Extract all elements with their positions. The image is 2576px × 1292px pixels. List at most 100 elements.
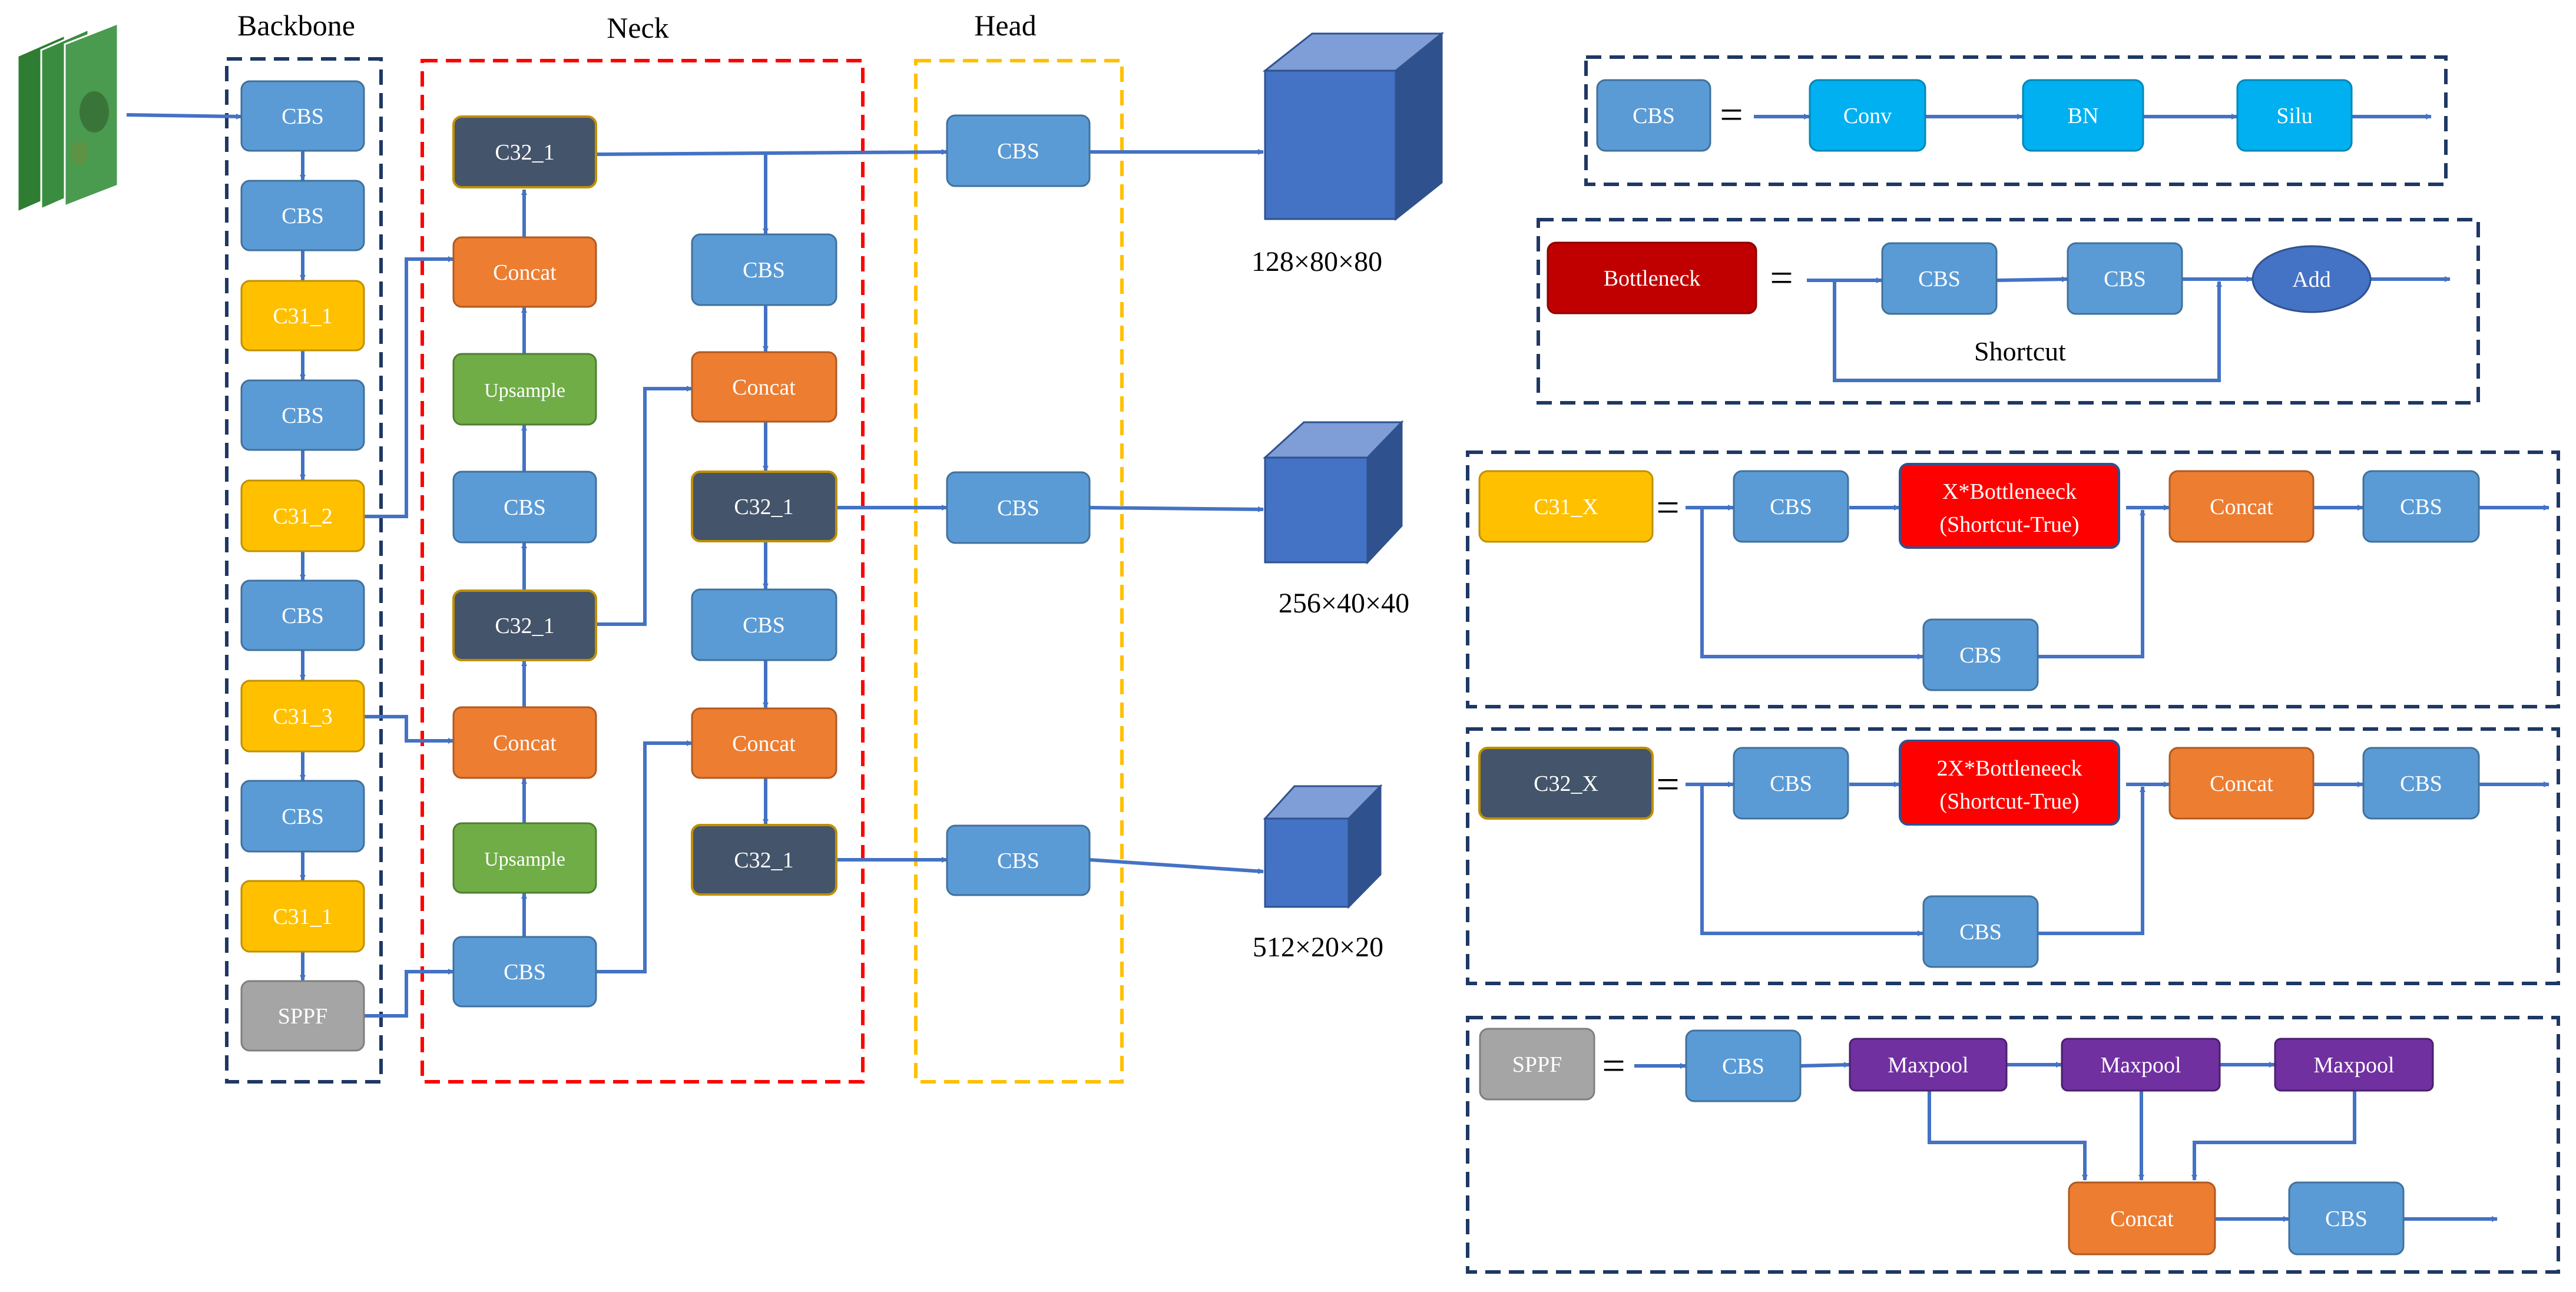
neck-block-label: C32_1 (495, 614, 554, 638)
neck-block-label: Concat (493, 260, 557, 285)
neck-block-label: C32_1 (495, 140, 554, 165)
legend-equals: = (1656, 485, 1679, 531)
legend-c31-cbs1: CBS (1770, 495, 1812, 519)
output-shape-label: 512×20×20 (1253, 932, 1383, 963)
legend-frame (1466, 727, 2560, 985)
backbone-block-c31: C31_3 (240, 680, 365, 753)
backbone-block-label: C31_1 (273, 304, 332, 329)
legend-c31-bottleneck-line2: (Shortcut-True) (1939, 512, 2079, 537)
neck-left-column: C32_1 Concat Upsample CBS C32_1 Concat U… (452, 115, 597, 1008)
neck-block-upsample: Upsample (452, 353, 597, 426)
backbone-block-c31: C31_2 (240, 479, 365, 552)
head-block-cbs: CBS (946, 114, 1091, 187)
neck-block-c32: C32_1 (452, 589, 597, 661)
backbone-block-c31: C31_1 (240, 280, 365, 352)
legend-c32-bottleneck-line2: (Shortcut-True) (1939, 789, 2079, 814)
neck-right-column: CBS Concat C32_1 CBS Concat C32_1 (691, 233, 837, 896)
head-block-label: CBS (997, 496, 1039, 521)
legend-sppf-cbs: CBS (1722, 1054, 1764, 1079)
legend-frame (1466, 450, 2560, 708)
neck-block-c32: C32_1 (691, 471, 837, 542)
neck-block-label: Upsample (484, 849, 565, 870)
input-image-icon (16, 22, 119, 214)
legend-c32-branch-cbs: CBS (1959, 920, 2002, 945)
head-column: CBS CBS CBS (946, 114, 1091, 896)
neck-block-label: CBS (743, 613, 785, 638)
output-cube-large (1262, 31, 1445, 221)
legend-sppf-concat: Concat (2110, 1207, 2174, 1231)
legend-sppf: SPPF = CBS Maxpool Maxpool Maxpool Conca… (1466, 1016, 2560, 1274)
legend-c31-branch-cbs: CBS (1959, 643, 2002, 668)
neck-block-label: CBS (504, 960, 546, 985)
legend-frame (1466, 1016, 2560, 1274)
legend-conv-label: Conv (1843, 104, 1892, 128)
neck-frame (420, 59, 865, 1084)
head-title: Head (974, 9, 1037, 42)
neck-title: Neck (607, 11, 669, 44)
legend-silu-label: Silu (2276, 104, 2312, 128)
legend-maxpool-1: Maxpool (1888, 1053, 1968, 1078)
legend-bn-label: BN (2068, 104, 2099, 128)
backbone-block-label: C31_2 (273, 504, 332, 529)
neck-block-c32: C32_1 (452, 115, 597, 188)
output-shape-label: 256×40×40 (1279, 588, 1409, 619)
backbone-block-cbs: CBS (240, 780, 365, 853)
neck-block-concat: Concat (452, 236, 597, 308)
neck-block-label: Concat (732, 731, 796, 756)
neck-block-label: CBS (504, 495, 546, 520)
backbone-block-label: SPPF (278, 1004, 328, 1029)
legend-frame (1584, 55, 2448, 186)
legend-c32: C32_X = CBS 2X*Bottleneeck (Shortcut-Tru… (1466, 727, 2560, 985)
legend-equals: = (1656, 762, 1679, 807)
backbone-block-label: CBS (282, 804, 324, 829)
backbone-block-cbs: CBS (240, 379, 365, 451)
neck-block-label: C32_1 (734, 495, 793, 519)
neck-block-label: C32_1 (734, 848, 793, 873)
neck-block-cbs: CBS (691, 233, 837, 306)
neck-block-cbs: CBS (691, 588, 837, 661)
legend-frame (1537, 218, 2480, 405)
backbone-title: Backbone (237, 9, 355, 42)
neck-block-concat: Concat (452, 706, 597, 779)
backbone-block-sppf: SPPF (240, 980, 365, 1052)
head-block-cbs: CBS (946, 471, 1091, 544)
legend-c31: C31_X = CBS X*Bottleneeck (Shortcut-True… (1466, 450, 2560, 708)
neck-block-label: CBS (743, 258, 785, 283)
head-block-cbs: CBS (946, 824, 1091, 896)
legend-c31-cbs2: CBS (2400, 495, 2442, 519)
legend-c31-bottleneck-line1: X*Bottleneeck (1942, 479, 2077, 504)
legend-c32-cbs2: CBS (2400, 771, 2442, 796)
head-block-label: CBS (997, 139, 1039, 164)
legend-sppf-name: SPPF (1512, 1052, 1562, 1077)
legend-c32-bottleneck-line1: 2X*Bottleneeck (1937, 756, 2082, 781)
legend-shortcut-label: Shortcut (1974, 336, 2066, 366)
neck-block-concat: Concat (691, 707, 837, 779)
head-frame (914, 59, 1124, 1084)
backbone-block-label: C31_3 (273, 704, 332, 729)
legend-bottleneck-add: Add (2292, 267, 2330, 292)
neck-block-c32: C32_1 (691, 824, 837, 896)
legend-bottleneck-name: Bottleneck (1604, 266, 1701, 291)
neck-block-label: Concat (493, 731, 557, 756)
neck-block-upsample: Upsample (452, 822, 597, 894)
backbone-column: CBS CBS C31_1 CBS C31_2 CBS C31_3 CBS (240, 80, 365, 1052)
head-block-label: CBS (997, 849, 1039, 873)
backbone-block-cbs: CBS (240, 180, 365, 251)
neck-block-cbs: CBS (452, 936, 597, 1008)
backbone-block-cbs: CBS (240, 80, 365, 152)
output-shape-label: 128×80×80 (1251, 246, 1382, 277)
legend-equals: = (1770, 256, 1793, 301)
legend-sppf-cbs2: CBS (2325, 1207, 2368, 1231)
backbone-block-label: CBS (282, 403, 324, 428)
legend-bottleneck-cbs2: CBS (2104, 267, 2146, 291)
legend-c31-name: C31_X (1534, 495, 1598, 519)
neck-block-concat: Concat (691, 351, 837, 423)
legend-maxpool-3: Maxpool (2313, 1053, 2394, 1078)
backbone-block-c31: C31_1 (240, 880, 365, 953)
legend-bottleneck-cbs1: CBS (1918, 267, 1961, 291)
backbone-block-label: CBS (282, 204, 324, 228)
backbone-block-label: C31_1 (273, 905, 332, 929)
output-cube-small (1263, 784, 1383, 909)
backbone-block-label: CBS (282, 104, 324, 129)
